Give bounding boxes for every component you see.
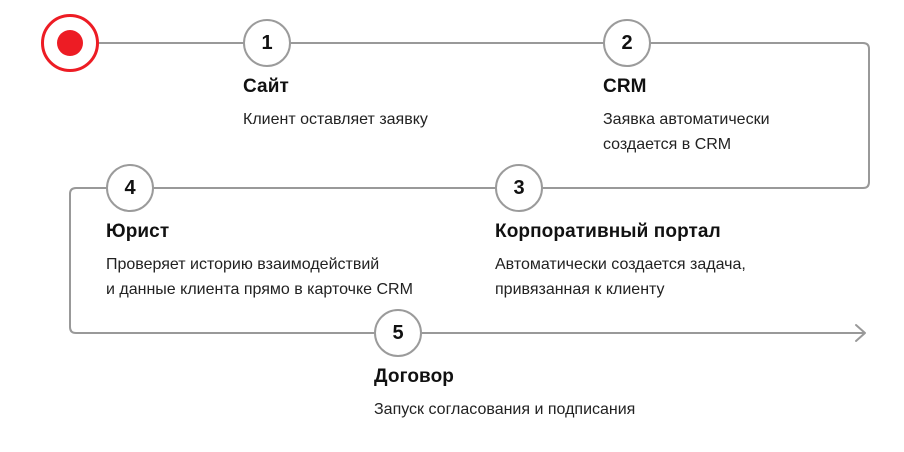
desc-line: привязанная к клиенту: [495, 281, 665, 298]
step-title: Корпоративный портал: [495, 221, 721, 242]
step-text-5: Договор Запуск согласования и подписания: [374, 365, 635, 422]
arrow-head-icon: [855, 324, 866, 342]
desc-line: Заявка автоматически: [603, 111, 770, 128]
step-title: Договор: [374, 366, 454, 387]
desc-line: Запуск согласования и подписания: [374, 401, 636, 418]
step-node-1: 1 Сайт Клиент оставляет заявку: [243, 19, 428, 128]
step-number: 2: [621, 31, 633, 54]
desc-line: и данные клиента прямо в карточке CRM: [106, 281, 413, 298]
desc-line: создается в CRM: [603, 136, 732, 153]
step-circle-2: 2: [603, 19, 651, 67]
step-title: CRM: [603, 76, 647, 97]
step-title: Юрист: [106, 221, 170, 242]
desc-line: Автоматически создается задача,: [495, 256, 746, 273]
step-text-2: CRM Заявка автоматически создается в CRM: [603, 75, 770, 157]
step-description: Проверяет историю взаимодействий и данны…: [106, 252, 413, 302]
step-node-4: 4 Юрист Проверяет историю взаимодействий…: [106, 164, 413, 298]
step-node-5: 5 Договор Запуск согласования и подписан…: [374, 309, 635, 418]
step-description: Запуск согласования и подписания: [374, 397, 635, 422]
step-description: Заявка автоматически создается в CRM: [603, 107, 770, 157]
start-marker: [41, 14, 99, 72]
step-description: Автоматически создается задача, привязан…: [495, 252, 746, 302]
step-circle-1: 1: [243, 19, 291, 67]
desc-line: Проверяет историю взаимодействий: [106, 256, 380, 273]
step-description: Клиент оставляет заявку: [243, 107, 428, 132]
step-circle-4: 4: [106, 164, 154, 212]
desc-line: Клиент оставляет заявку: [243, 111, 428, 128]
step-node-2: 2 CRM Заявка автоматически создается в C…: [603, 19, 770, 153]
connector-path: [69, 42, 870, 334]
step-circle-5: 5: [374, 309, 422, 357]
step-title: Сайт: [243, 76, 289, 97]
step-node-3: 3 Корпоративный портал Автоматически соз…: [495, 164, 746, 298]
step-number: 1: [261, 31, 273, 54]
start-dot-icon: [57, 30, 83, 56]
step-number: 3: [513, 176, 525, 199]
step-number: 5: [392, 321, 404, 344]
step-text-4: Юрист Проверяет историю взаимодействий и…: [106, 220, 413, 302]
step-number: 4: [124, 176, 136, 199]
step-text-3: Корпоративный портал Автоматически созда…: [495, 220, 746, 302]
step-circle-3: 3: [495, 164, 543, 212]
step-text-1: Сайт Клиент оставляет заявку: [243, 75, 428, 132]
